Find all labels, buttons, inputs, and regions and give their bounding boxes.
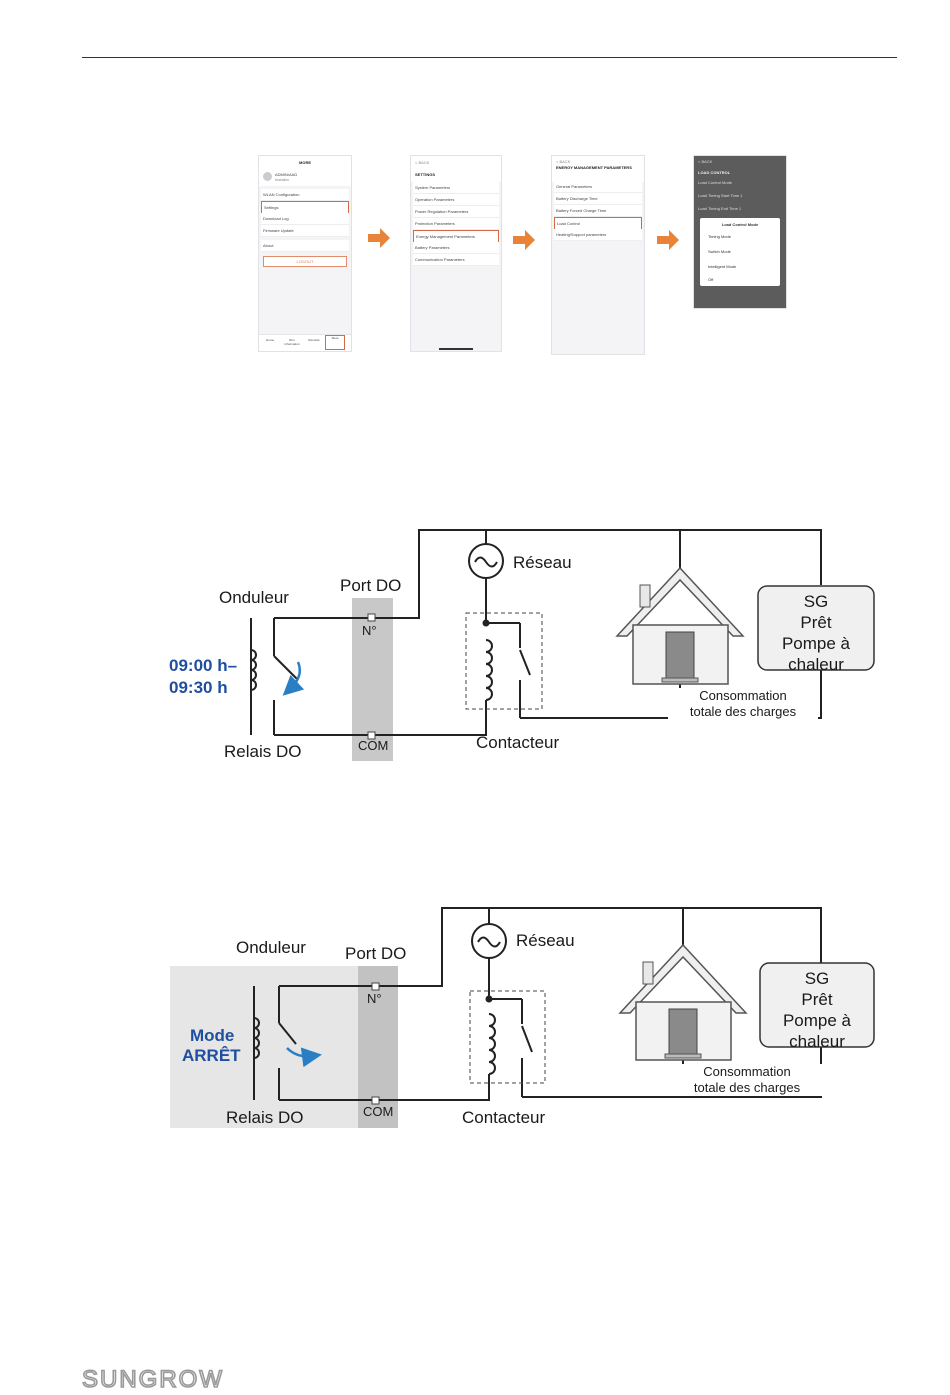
settings-item[interactable]: Power Regulation Parameters bbox=[413, 206, 499, 218]
d1-consumption-label: Consommation totale des charges bbox=[668, 688, 818, 720]
d2-mode-line2: ARRÊT bbox=[182, 1046, 241, 1065]
d2-relay-label: Relais DO bbox=[226, 1108, 304, 1127]
d2-consumption-label: Consommation totale des charges bbox=[672, 1064, 822, 1096]
settings-item[interactable]: Communication Parameters bbox=[413, 254, 499, 266]
settings-item[interactable]: Battery Parameters bbox=[413, 242, 499, 254]
switch-arrow-icon bbox=[286, 1047, 322, 1068]
energy-item[interactable]: Battery Forced Charge Time bbox=[554, 205, 642, 217]
terminal-no bbox=[371, 982, 380, 991]
load-control-mode-dialog: Load Control Mode Timing Mode Switch Mod… bbox=[700, 218, 780, 286]
d1-time-end: 09:30 h bbox=[169, 678, 228, 697]
avatar bbox=[263, 172, 272, 181]
contactor-box bbox=[469, 990, 546, 1084]
d1-com-label: COM bbox=[358, 738, 389, 753]
settings-item[interactable]: Protection Parameters bbox=[413, 218, 499, 230]
screen-title: LOAD CONTROL bbox=[698, 170, 731, 175]
ac-source-icon bbox=[471, 923, 507, 959]
settings-item[interactable]: System Parameters bbox=[413, 182, 499, 194]
menu-item-wlan[interactable]: WLAN Configuration bbox=[261, 189, 349, 201]
d1-inverter-label: Onduleur bbox=[219, 588, 289, 607]
d2-port-label: Port DO bbox=[345, 944, 407, 963]
house-icon bbox=[618, 943, 748, 1061]
switch-arrow-icon bbox=[282, 661, 305, 696]
d2-sg-label: SG Prêt Pompe à chaleur bbox=[782, 969, 852, 1051]
home-indicator bbox=[439, 348, 473, 350]
screen-title: SETTINGS bbox=[415, 172, 436, 177]
menu-item-about[interactable]: About bbox=[261, 240, 349, 252]
d1-no-label: N° bbox=[362, 623, 377, 638]
menu-item-download-log[interactable]: Download Log bbox=[261, 213, 349, 225]
d2-contactor-label: Contacteur bbox=[462, 1108, 546, 1127]
d1-sg-label: SG Prêt Pompe à chaleur bbox=[781, 592, 851, 674]
phone-screen-settings: < BACK SETTINGS System Parameters Operat… bbox=[410, 155, 502, 352]
d1-grid-label: Réseau bbox=[513, 553, 572, 572]
screen-title: MORE bbox=[299, 160, 311, 165]
user-role: Installer bbox=[275, 177, 290, 182]
phone-screen-more: MORE ADMIN/AAD Installer WLAN Configurat… bbox=[258, 155, 352, 352]
option-off[interactable]: Off bbox=[708, 277, 714, 282]
d1-port-label: Port DO bbox=[340, 576, 402, 595]
terminal-no bbox=[367, 613, 376, 622]
dialog-title: Load Control Mode bbox=[721, 222, 759, 227]
option-timing-mode[interactable]: Timing Mode bbox=[708, 234, 731, 239]
option-switch-mode[interactable]: Switch Mode bbox=[708, 249, 731, 254]
header-rule bbox=[82, 57, 897, 58]
d2-com-label: COM bbox=[363, 1104, 394, 1119]
d2-mode-line1: Mode bbox=[190, 1026, 235, 1045]
d1-relay-label: Relais DO bbox=[224, 742, 302, 761]
screen-title: ENERGY MANAGEMENT PARAMETERS bbox=[556, 165, 632, 170]
bg-item: Load Timing End Time 1 bbox=[698, 206, 742, 211]
option-intelligent-mode[interactable]: Intelligent Mode bbox=[708, 264, 737, 269]
contactor-box bbox=[465, 612, 543, 710]
d1-contactor-label: Contacteur bbox=[476, 733, 560, 752]
d2-no-label: N° bbox=[367, 991, 382, 1006]
energy-item[interactable]: General Parameters bbox=[554, 181, 642, 193]
tab-bar: Home Run Information Records More bbox=[259, 334, 351, 351]
d2-grid-label: Réseau bbox=[516, 931, 575, 950]
menu-item-firmware[interactable]: Firmware Update bbox=[261, 225, 349, 237]
phone-screen-load-control: < BACK LOAD CONTROL Load Control Mode Lo… bbox=[693, 155, 787, 309]
sungrow-logo: SUNGROW bbox=[82, 1366, 224, 1392]
tab-home[interactable]: Home bbox=[265, 338, 274, 342]
ac-source-icon bbox=[468, 543, 504, 579]
menu-item-settings[interactable]: Settings bbox=[261, 201, 349, 214]
tab-records[interactable]: Records bbox=[308, 338, 320, 342]
house-icon bbox=[615, 566, 745, 685]
user-name: ADMIN/AAD bbox=[275, 172, 298, 177]
bg-item: Load Timing Start Time 1 bbox=[698, 193, 743, 198]
bg-item: Load Control Mode bbox=[698, 180, 733, 185]
back-link[interactable]: < BACK bbox=[698, 159, 713, 164]
energy-item[interactable]: Heating/Support parameters bbox=[554, 229, 642, 241]
d1-time-start: 09:00 h– bbox=[169, 656, 238, 675]
back-link[interactable]: < BACK bbox=[556, 159, 571, 164]
tab-run-info[interactable]: Run Information bbox=[284, 338, 300, 346]
logout-button[interactable]: LOGOUT bbox=[263, 256, 347, 267]
back-link[interactable]: < BACK bbox=[415, 160, 430, 165]
tab-more[interactable]: More bbox=[325, 335, 345, 350]
energy-item[interactable]: Battery Discharge Time bbox=[554, 193, 642, 205]
svg-text:SUNGROW: SUNGROW bbox=[82, 1366, 224, 1392]
terminal-com bbox=[371, 1096, 380, 1105]
phone-screen-energy-management: < BACK ENERGY MANAGEMENT PARAMETERS Gene… bbox=[551, 155, 645, 355]
settings-item[interactable]: Operation Parameters bbox=[413, 194, 499, 206]
d2-inverter-label: Onduleur bbox=[236, 938, 306, 957]
